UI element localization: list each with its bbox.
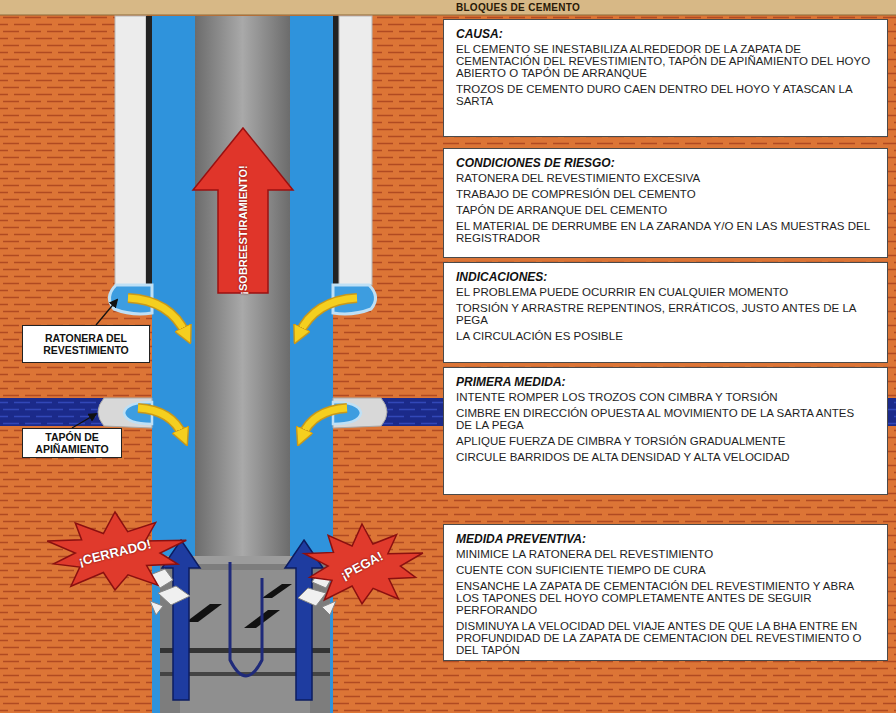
panel-item: CUENTE CON SUFICIENTE TIEMPO DE CURA <box>456 564 871 576</box>
panel-item: TROZOS DE CEMENTO DURO CAEN DENTRO DEL H… <box>456 83 871 107</box>
casing-steel <box>146 16 152 285</box>
panel-item: APLIQUE FUERZA DE CIMBRA Y TORSIÓN GRADU… <box>456 435 871 447</box>
panel-item: LA CIRCULACIÓN ES POSIBLE <box>456 330 871 342</box>
panel-item: RATONERA DEL REVESTIMIENTO EXCESIVA <box>456 172 871 184</box>
title-bar <box>0 0 896 15</box>
callout-box: RATONERA DEL REVESTIMIENTO <box>22 325 150 363</box>
starburst-shape <box>47 512 186 590</box>
info-panel: CAUSA: EL CEMENTO SE INESTABILIZA ALREDED… <box>443 19 888 137</box>
stabilizer-blade <box>262 584 292 598</box>
panel-heading: PRIMERA MEDIDA: <box>456 375 877 389</box>
panel-item: EL CEMENTO SE INESTABILIZA ALREDEDOR DE … <box>456 43 871 79</box>
arrow-label: ¡SOBREESTIRAMIENTO! <box>236 166 250 295</box>
casing-wall <box>115 16 146 285</box>
flow-arrow <box>285 540 323 700</box>
panel-item: DISMINUYA LA VELOCIDAD DEL VIAJE ANTES D… <box>456 620 871 656</box>
panel-heading: INDICACIONES: <box>456 270 877 284</box>
leader-line <box>72 414 96 428</box>
panel-heading: CONDICIONES DE RIESGO: <box>456 156 877 170</box>
cement-chunks <box>150 569 336 615</box>
leader-line <box>96 300 117 325</box>
stabilizer-blade <box>186 604 222 622</box>
diagram-title: BLOQUES DE CEMENTO <box>380 1 656 14</box>
callout-box: TAPÓN DE APIÑAMIENTO <box>22 428 122 458</box>
callout-label: RATONERA DEL REVESTIMIENTO <box>27 332 145 356</box>
callout-label: TAPÓN DE APIÑAMIENTO <box>27 431 117 455</box>
warning-starburst: ¡PEGA! <box>298 524 426 608</box>
panel-item: MINIMICE LA RATONERA DEL REVESTIMIENTO <box>456 548 871 560</box>
panel-item: CIRCULE BARRIDOS DE ALTA DENSIDAD Y ALTA… <box>456 451 871 463</box>
casing-steel <box>333 16 339 285</box>
info-panel: CONDICIONES DE RIESGO: RATONERA DEL REVES… <box>443 148 888 258</box>
panel-item: CIMBRE EN DIRECCIÓN OPUESTA AL MOVIMIENT… <box>456 407 871 431</box>
panel-item: INTENTE ROMPER LOS TROZOS CON CIMBRA Y T… <box>456 391 871 403</box>
info-panel: MEDIDA PREVENTIVA: MINIMICE LA RATONERA D… <box>443 524 888 661</box>
bha-face <box>180 570 310 713</box>
casing-wall <box>339 16 372 285</box>
panel-item: ENSANCHE LA ZAPATA DE CEMENTACIÓN DEL RE… <box>456 580 871 616</box>
starburst-shape <box>304 524 423 604</box>
flow-path <box>230 562 262 676</box>
info-panel: PRIMERA MEDIDA: INTENTE ROMPER LOS TROZOS… <box>443 367 888 495</box>
panel-item: EL MATERIAL DE DERRUMBE EN LA ZARANDA Y/… <box>456 220 871 244</box>
mud-column <box>152 16 333 713</box>
panel-item: EL PROBLEMA PUEDE OCURRIR EN CUALQUIER M… <box>456 286 871 298</box>
yellow-arrows <box>128 298 357 436</box>
panel-heading: MEDIDA PREVENTIVA: <box>456 532 877 546</box>
title-bar-rule <box>0 15 896 16</box>
warning-starburst: ¡CERRADO! <box>40 512 190 594</box>
panel-item: TAPÓN DE ARRANQUE DEL CEMENTO <box>456 204 871 216</box>
info-panel: INDICACIONES: EL PROBLEMA PUEDE OCURRIR E… <box>443 262 888 363</box>
panel-item: TRABAJO DE COMPRESIÓN DEL CEMENTO <box>456 188 871 200</box>
warning-arrow: ¡SOBREESTIRAMIENTO! <box>193 128 293 293</box>
panel-heading: CAUSA: <box>456 27 877 41</box>
drill-pipe <box>195 16 290 562</box>
panel-item: TORSIÓN Y ARRASTRE REPENTINOS, ERRÁTICOS… <box>456 302 871 326</box>
